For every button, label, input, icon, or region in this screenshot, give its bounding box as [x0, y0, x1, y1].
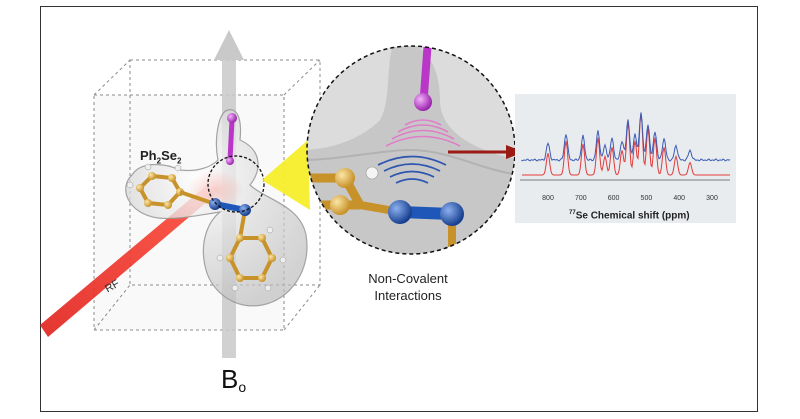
interaction-label-line2: Interactions	[374, 288, 442, 303]
interaction-label-line1: Non-Covalent	[368, 271, 448, 286]
spectrum-tick-label: 400	[673, 195, 686, 202]
molecule-label: Ph2Se2	[140, 148, 182, 166]
spectrum-tick-label: 500	[640, 195, 653, 202]
spectrum-tick-label: 300	[706, 195, 718, 202]
zoom-inset	[306, 45, 516, 255]
spectrum-tick-label: 700	[574, 195, 587, 202]
spectrum-trace-simulated	[522, 112, 730, 176]
zoom-cone	[262, 140, 310, 210]
spectrum-tick-label: 600	[607, 195, 620, 202]
spectrum-tick-label: 800	[542, 195, 554, 202]
probe-molecule	[226, 113, 237, 165]
spectrum-axis-title: 77Se Chemical shift (ppm)	[569, 210, 690, 222]
interaction-label: Non-Covalent Interactions	[360, 270, 456, 304]
focus-circle	[207, 155, 265, 213]
spectrum-trace-experimental	[521, 112, 731, 162]
diselenide-bond	[179, 190, 251, 239]
field-label: Bo	[221, 364, 247, 395]
